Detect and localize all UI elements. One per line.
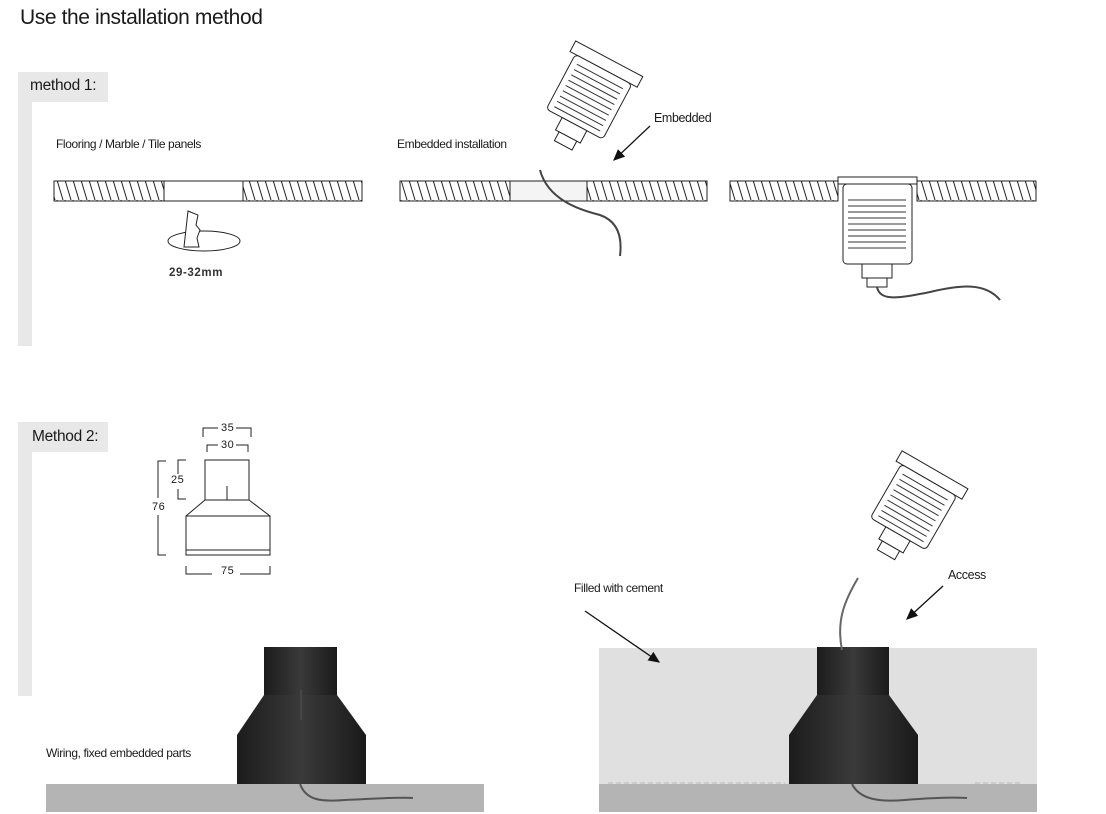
panel-label: Flooring / Marble / Tile panels [56, 137, 202, 151]
dim-top-inner: 30 [221, 439, 235, 451]
cable-5 [839, 577, 859, 651]
dimension-drawing [157, 427, 271, 575]
method1-side-bar [18, 72, 32, 346]
access-arrow [906, 585, 944, 620]
dim-height: 76 [152, 501, 166, 513]
embedded-installation-label: Embedded installation [397, 137, 507, 151]
method1-heading: method 1: [30, 77, 97, 94]
light-fixture-tilted [547, 40, 644, 151]
access-label: Access [948, 568, 986, 582]
cement-arrow [584, 610, 661, 663]
ground-right [599, 784, 1037, 812]
ground-left [46, 784, 484, 812]
embedded-part-right [789, 647, 918, 784]
panel-with-hole [53, 180, 363, 202]
cable-2 [876, 285, 1001, 301]
drill-size-label: 29-32mm [169, 267, 224, 279]
cable-4 [851, 783, 968, 802]
method1-heading-box: method 1: [18, 72, 108, 102]
cable-1 [539, 169, 622, 257]
cable-3 [299, 783, 414, 802]
method2-heading-box: Method 2: [18, 422, 108, 452]
light-fixture-access [871, 450, 969, 561]
dim-neck: 25 [171, 474, 185, 486]
embedded-arrow [613, 125, 651, 161]
page-title: Use the installation method [20, 6, 263, 29]
embedded-label: Embedded [654, 111, 712, 125]
dim-base: 75 [221, 565, 235, 577]
embedded-part-left [237, 647, 366, 784]
method2-heading: Method 2: [32, 428, 99, 445]
light-fixture-installed [837, 176, 918, 288]
drill-bit-icon [167, 210, 241, 252]
wiring-label: Wiring, fixed embedded parts [46, 746, 191, 760]
method2-side-bar [18, 422, 32, 696]
panel-embedding [399, 180, 708, 202]
panel-installed [729, 180, 1037, 202]
dim-top-outer: 35 [221, 422, 235, 434]
cement-label: Filled with cement [574, 581, 663, 595]
